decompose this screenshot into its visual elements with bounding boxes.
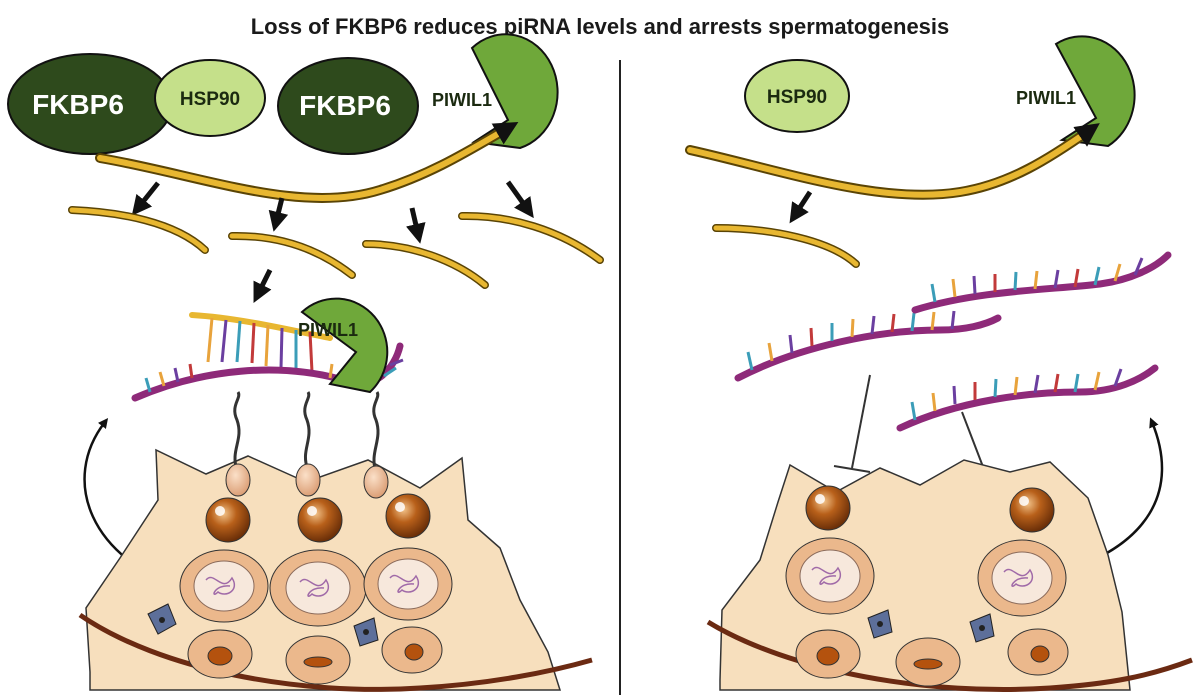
transposon-rna — [896, 364, 1159, 432]
figure-title: Loss of FKBP6 reduces piRNA levels and a… — [251, 14, 950, 39]
sperm-cells — [225, 391, 389, 499]
piwil1-label: PIWIL1 — [432, 90, 492, 110]
spermatogonia — [795, 628, 1069, 687]
processing-arrow — [406, 207, 426, 244]
base-pairs — [206, 317, 314, 373]
basement-membrane — [706, 619, 1193, 692]
piwil1-label: PIWIL1 — [298, 320, 358, 340]
hsp90-protein — [744, 59, 850, 133]
mature-pirnas — [68, 206, 604, 289]
round-spermatids — [805, 485, 1055, 533]
hsp90-label: HSP90 — [767, 87, 827, 108]
fkbp6-protein — [277, 57, 419, 155]
hsp90-label: HSP90 — [180, 89, 240, 110]
fkbp6-label: FKBP6 — [32, 89, 124, 120]
fkbp6-piwil1-complex: FKBP6 PIWIL1 — [277, 33, 559, 155]
loaded-pirna — [189, 312, 333, 341]
sperm-head — [363, 465, 389, 499]
fkbp6-label: FKBP6 — [299, 90, 391, 121]
processing-arrow — [789, 190, 813, 224]
sertoli-cells — [867, 609, 995, 643]
target-rna-complex: PIWIL1 — [131, 297, 404, 402]
processing-arrow — [505, 180, 534, 219]
basement-membrane — [78, 612, 593, 692]
transposon-rna — [734, 310, 1002, 382]
left-panel: FKBP6 HSP90 FKBP6 PIWIL1 — [7, 33, 604, 692]
processing-arrow — [131, 181, 160, 216]
sertoli-cells — [147, 603, 379, 647]
spermatogonia — [187, 626, 443, 685]
fkbp6-hsp90-complex: FKBP6 HSP90 — [7, 53, 266, 155]
pirna-fragment — [458, 211, 604, 264]
spermatocytes — [179, 547, 453, 627]
loading-arrow — [253, 268, 273, 303]
piwil1-protein — [1054, 35, 1136, 148]
unsilenced-transcripts — [734, 251, 1172, 432]
transposon-rna — [911, 251, 1172, 314]
spermatocytes — [785, 537, 1067, 617]
pirna-fragment — [362, 240, 489, 289]
processing-arrow — [268, 197, 289, 232]
piwil1-label: PIWIL1 — [1016, 88, 1076, 108]
sperm-head — [225, 463, 251, 497]
round-spermatids — [205, 493, 431, 543]
target-mrna — [131, 342, 404, 402]
mrna-bases — [144, 358, 404, 393]
right-panel: HSP90 PIWIL1 — [685, 35, 1193, 692]
sperm-head — [295, 463, 321, 497]
piwil1-protein — [470, 33, 559, 150]
hsp90-protein — [154, 59, 266, 137]
piwil1-protein — [300, 297, 389, 394]
